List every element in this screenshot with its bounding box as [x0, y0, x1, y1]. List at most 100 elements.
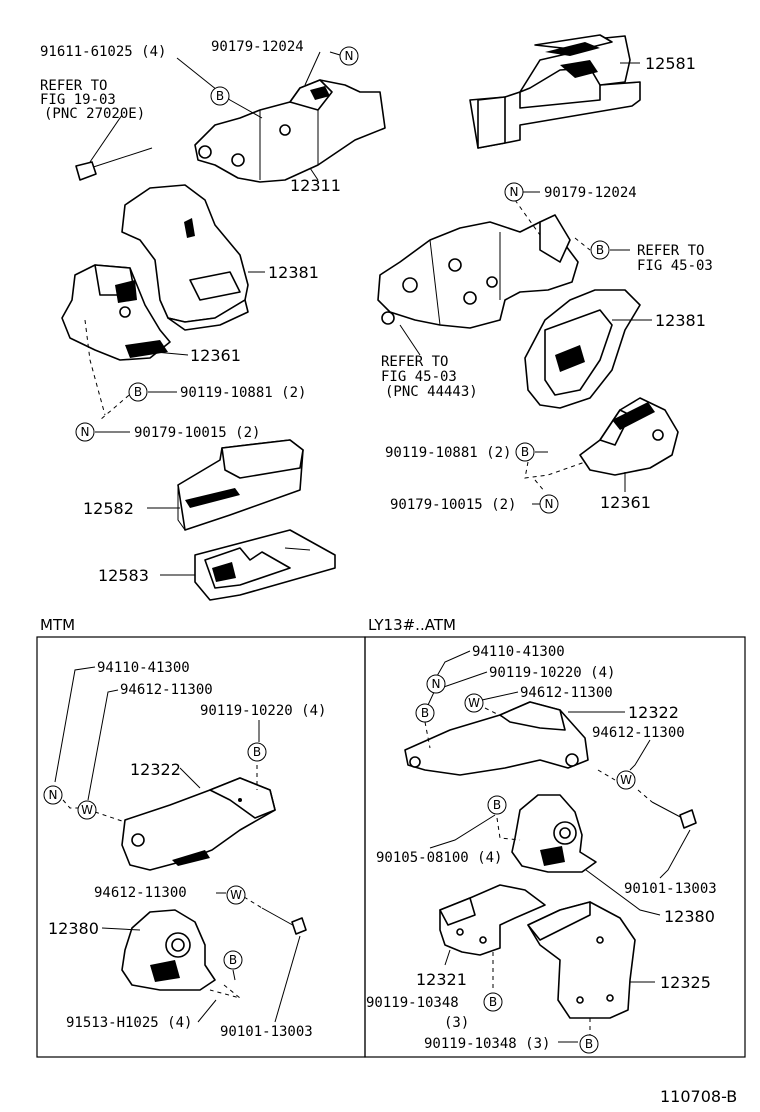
- svg-text:N: N: [432, 677, 441, 691]
- badge-b-icon: B: [247, 742, 267, 762]
- pnc-12380-atm: 12380: [664, 907, 715, 926]
- svg-text:W: W: [230, 888, 242, 902]
- refer-2-line2: FIG 45-03: [637, 258, 713, 274]
- badge-b-icon: B: [483, 992, 503, 1012]
- label-90119-a-qty: (3): [444, 1015, 469, 1031]
- badge-w-icon: W: [77, 800, 97, 820]
- pnc-12381-left: 12381: [268, 263, 319, 282]
- badge-b-icon: B: [515, 442, 535, 462]
- part-12322-atm: [404, 701, 589, 776]
- label-94612-b-mtm: 94612-11300: [94, 885, 187, 901]
- part-12361-right: [579, 397, 679, 476]
- badge-b-icon: B: [210, 86, 230, 106]
- part-transfer-bracket: [377, 214, 579, 329]
- label-90101-mtm: 90101-13003: [220, 1024, 313, 1040]
- svg-text:N: N: [510, 185, 519, 199]
- pnc-12361-left: 12361: [190, 346, 241, 365]
- badge-b-icon: B: [579, 1034, 599, 1054]
- badge-n-icon: N: [75, 422, 95, 442]
- badge-w-icon: W: [464, 693, 484, 713]
- label-90179-left: 90179-10015 (2): [134, 425, 260, 441]
- label-91513-mtm: 91513-H1025 (4): [66, 1015, 192, 1031]
- badge-b-icon: B: [487, 795, 507, 815]
- label-90119-left: 90119-10881 (2): [180, 385, 306, 401]
- part-12380-mtm: [121, 909, 216, 991]
- section-title-atm: LY13#..ATM: [368, 616, 456, 634]
- bolt-91611-icon: [75, 147, 153, 181]
- part-12583: [194, 529, 336, 601]
- label-90119-atm: 90119-10220 (4): [489, 665, 615, 681]
- bolt-90101-mtm-icon: [261, 907, 307, 935]
- pnc-12361-right: 12361: [600, 493, 651, 512]
- refer-3-line2: FIG 45-03: [381, 369, 457, 385]
- section-title-mtm: MTM: [40, 616, 75, 634]
- badge-w-icon: W: [616, 770, 636, 790]
- pnc-12311: 12311: [290, 176, 341, 195]
- label-94612-mtm: 94612-11300: [120, 682, 213, 698]
- badges: N B B N N B B N N W B W B N W B W B B B: [43, 46, 636, 1054]
- part-12361-left: [61, 264, 171, 361]
- svg-text:N: N: [545, 497, 554, 511]
- bolt-90101-atm-icon: [651, 801, 697, 829]
- label-94612-atm: 94612-11300: [520, 685, 613, 701]
- pnc-12325: 12325: [660, 973, 711, 992]
- pnc-12582: 12582: [83, 499, 134, 518]
- svg-text:N: N: [81, 425, 90, 439]
- atm-box: [364, 636, 746, 1058]
- pnc-12321: 12321: [416, 970, 467, 989]
- refer-1-line1: REFER TO: [40, 78, 107, 94]
- badge-n-icon: N: [539, 494, 559, 514]
- label-90179-b: 90179-12024: [544, 185, 637, 201]
- refer-3-line3: (PNC 44443): [385, 384, 478, 400]
- part-12581: [469, 34, 641, 149]
- labels: 91611-61025 (4) 90179-12024 REFER TO FIG…: [40, 39, 737, 1106]
- label-90179-right: 90179-10015 (2): [390, 497, 516, 513]
- label-90119-b-atm: 90119-10348 (3): [424, 1036, 550, 1052]
- pnc-12322-atm: 12322: [628, 703, 679, 722]
- svg-text:B: B: [229, 953, 237, 967]
- badge-b-icon: B: [128, 382, 148, 402]
- badge-n-icon: N: [43, 785, 63, 805]
- label-91611: 91611-61025 (4): [40, 44, 166, 60]
- label-94612-b-atm: 94612-11300: [592, 725, 685, 741]
- svg-text:B: B: [521, 445, 529, 459]
- part-12311: [194, 79, 386, 183]
- part-12582: [177, 439, 304, 531]
- svg-text:B: B: [421, 706, 429, 720]
- badge-n-icon: N: [426, 674, 446, 694]
- badge-w-icon: W: [226, 885, 246, 905]
- figure-number: 110708-B: [660, 1087, 737, 1106]
- svg-text:B: B: [585, 1037, 593, 1051]
- svg-text:N: N: [49, 788, 58, 802]
- part-12381-right: [524, 289, 641, 409]
- svg-text:B: B: [216, 89, 224, 103]
- pnc-12381-right: 12381: [655, 311, 706, 330]
- pnc-12322-mtm: 12322: [130, 760, 181, 779]
- part-12325: [527, 901, 636, 1019]
- label-90119-mtm: 90119-10220 (4): [200, 703, 326, 719]
- refer-2-line1: REFER TO: [637, 243, 704, 259]
- badge-b-icon: B: [415, 703, 435, 723]
- svg-text:B: B: [253, 745, 261, 759]
- part-12322-mtm: [121, 777, 276, 871]
- svg-text:N: N: [345, 49, 354, 63]
- part-12381-left: [121, 184, 249, 331]
- label-90105-atm: 90105-08100 (4): [376, 850, 502, 866]
- pnc-12380-mtm: 12380: [48, 919, 99, 938]
- svg-text:W: W: [620, 773, 632, 787]
- pnc-12581: 12581: [645, 54, 696, 73]
- label-90179-a: 90179-12024: [211, 39, 304, 55]
- svg-text:B: B: [134, 385, 142, 399]
- svg-text:B: B: [493, 798, 501, 812]
- badge-n-icon: N: [339, 46, 359, 66]
- part-12380-atm: [511, 794, 597, 873]
- svg-text:B: B: [596, 243, 604, 257]
- pnc-12583: 12583: [98, 566, 149, 585]
- part-12321: [439, 884, 546, 956]
- label-94110-atm: 94110-41300: [472, 644, 565, 660]
- refer-1-line2: FIG 19-03: [40, 92, 116, 108]
- badge-n-icon: N: [504, 182, 524, 202]
- svg-text:B: B: [489, 995, 497, 1009]
- label-90119-a-atm: 90119-10348: [366, 995, 459, 1011]
- label-90101-atm: 90101-13003: [624, 881, 717, 897]
